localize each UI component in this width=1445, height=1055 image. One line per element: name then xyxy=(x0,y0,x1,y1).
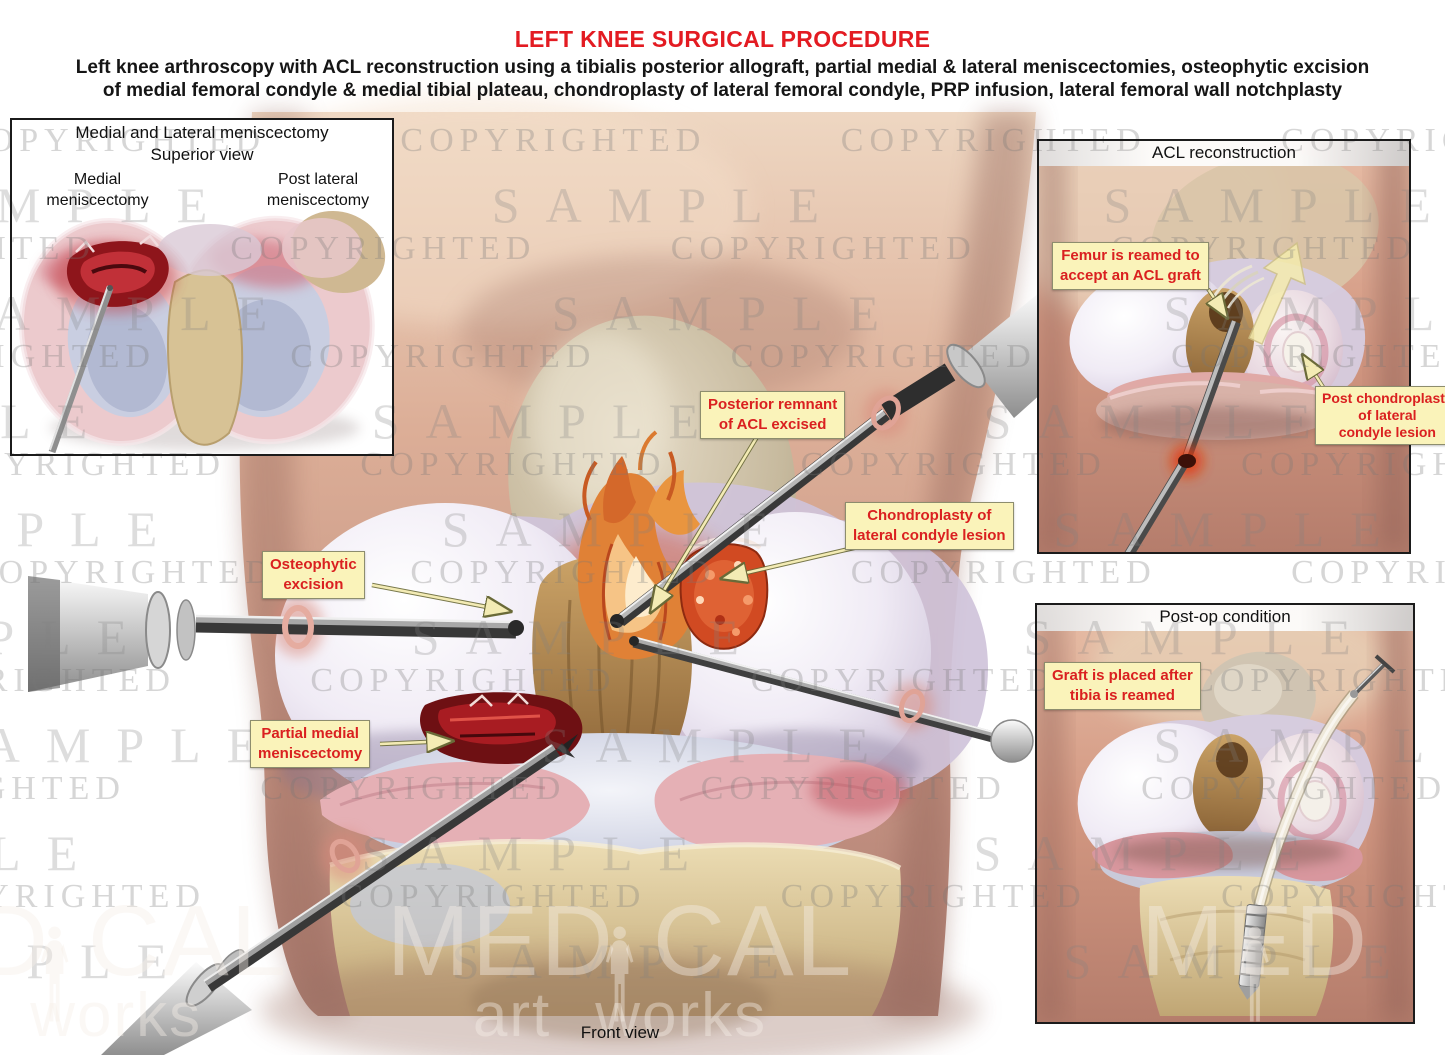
label-line: Post lateral xyxy=(277,171,359,188)
callout-osteophytic-excision: Osteophytic excision xyxy=(262,551,365,599)
callout-line: of ACL excised xyxy=(718,416,827,433)
instrument-grasper xyxy=(101,734,578,1055)
page-title: LEFT KNEE SURGICAL PROCEDURE xyxy=(514,26,931,52)
label-post-lateral-meniscectomy: Post lateral meniscectomy xyxy=(243,169,393,211)
main-knee-art xyxy=(210,95,1036,1055)
callout-line: Partial medial xyxy=(261,725,359,742)
callout-graft-placed: Graft is placed after tibia is reamed xyxy=(1044,662,1201,710)
callout-line: tibia is reamed xyxy=(1069,687,1175,704)
callout-line: Post chondroplasty xyxy=(1322,390,1445,406)
callout-line: lateral condyle lesion xyxy=(853,527,1006,544)
callout-line: Posterior remnant xyxy=(708,396,838,413)
label-line: Medial xyxy=(73,171,122,188)
callout-line: meniscectomy xyxy=(258,745,363,762)
callout-partial-medial-meniscectomy: Partial medial meniscectomy xyxy=(250,720,371,768)
label-medial-meniscectomy: Medial meniscectomy xyxy=(25,169,170,211)
acl-inset-frame xyxy=(1037,139,1411,554)
callout-line: of lateral xyxy=(1358,407,1417,423)
meniscectomy-inset-title: Medial and Lateral meniscectomy xyxy=(75,123,329,142)
callout-posterior-remnant: Posterior remnant of ACL excised xyxy=(700,391,846,439)
callout-line: Chondroplasty of xyxy=(867,507,992,524)
callout-post-chondroplasty: Post chondroplasty of lateral condyle le… xyxy=(1315,386,1445,445)
callout-line: excision xyxy=(283,576,344,593)
acl-inset-header: ACL reconstruction xyxy=(1152,143,1296,162)
callout-line: Osteophytic xyxy=(270,556,357,573)
postop-inset-header: Post-op condition xyxy=(1159,607,1291,626)
label-line: meniscectomy xyxy=(46,192,149,209)
subtitle-line-2: of medial femoral condyle & medial tibia… xyxy=(102,80,1343,101)
leader-arrows xyxy=(371,287,1327,744)
front-view-label: Front view xyxy=(580,1023,660,1042)
callout-line: condyle lesion xyxy=(1338,424,1436,440)
callout-line: accept an ACL graft xyxy=(1060,267,1201,284)
callout-line: Femur is reamed to xyxy=(1061,247,1200,264)
callout-chondroplasty: Chondroplasty of lateral condyle lesion xyxy=(845,502,1014,550)
meniscectomy-inset-art xyxy=(12,120,392,454)
subtitle-line-1: Left knee arthroscopy with ACL reconstru… xyxy=(75,57,1370,78)
surgical-instruments xyxy=(28,292,1072,1055)
instrument-left-shaver xyxy=(28,576,524,692)
callout-line: Graft is placed after xyxy=(1052,667,1193,684)
callout-femur-reamed: Femur is reamed to accept an ACL graft xyxy=(1052,242,1209,290)
instrument-probe xyxy=(629,636,1034,763)
meniscectomy-inset-subtitle: Superior view xyxy=(150,145,254,164)
postop-inset-frame xyxy=(1035,603,1415,1024)
label-line: meniscectomy xyxy=(266,192,370,209)
meniscectomy-inset-frame xyxy=(10,118,394,456)
